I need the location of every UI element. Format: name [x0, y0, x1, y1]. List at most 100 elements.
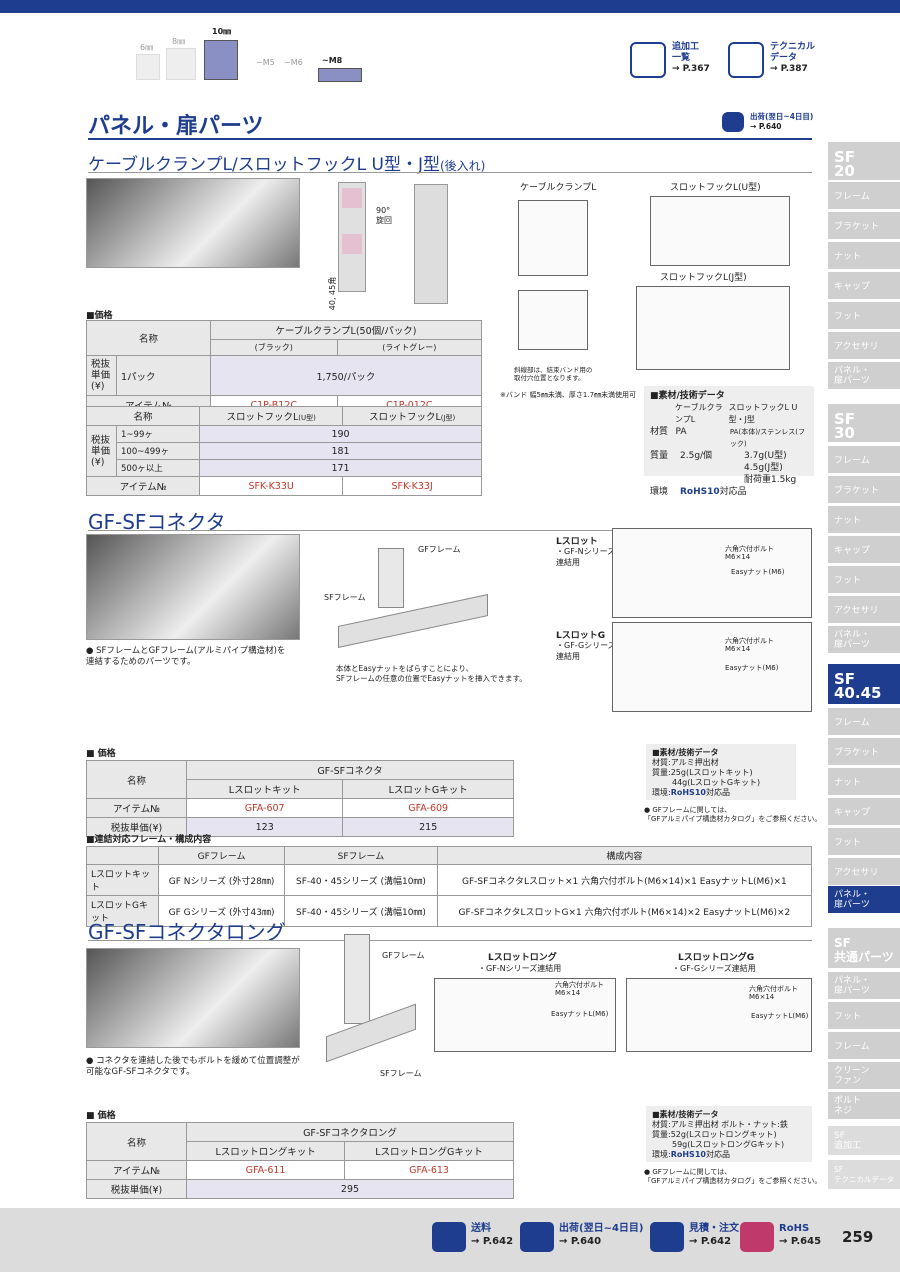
s3-spec-wt2: 59g(LスロットロングGキット) — [672, 1140, 785, 1149]
truck-icon — [722, 112, 744, 132]
s1t1-price: 1,750/パック — [209, 355, 483, 396]
sidebar-sf4045-nut[interactable]: ナット — [828, 768, 900, 796]
nav-shipping[interactable]: 出荷(翌日~4日目)→ P.640 — [722, 112, 813, 132]
sidebar-techdata[interactable]: SF テクニカルデータ — [828, 1160, 900, 1190]
s1-spec-mat: 材質 — [650, 427, 669, 437]
page-number: 259 — [842, 1228, 874, 1246]
s1t1-pack: 1パック — [116, 355, 211, 396]
s3t-group: GF-SFコネクタロング — [186, 1122, 514, 1142]
sidebar-sf20-acc[interactable]: アクセサリ — [828, 332, 900, 360]
footer-rohs-page: → P.645 — [779, 1236, 822, 1247]
sidebar-sf20-bracket[interactable]: ブラケット — [828, 212, 900, 240]
s2c-h1: GFフレーム — [157, 846, 286, 865]
s1-rule — [88, 172, 812, 173]
sidebar-sf30-panel[interactable]: パネル・ 扉パーツ — [828, 626, 900, 654]
footer-ship-page: → P.642 — [471, 1236, 514, 1247]
s2c-r2-1: GF Gシリーズ (外寸43㎜) — [157, 895, 286, 927]
sidebar-sf30-cap[interactable]: キャップ — [828, 536, 900, 564]
sidebar-sf30-nut[interactable]: ナット — [828, 506, 900, 534]
footer-ship[interactable]: 送料→ P.642 — [432, 1222, 513, 1252]
sidebar-sf20-foot[interactable]: フット — [828, 302, 900, 330]
nav-tech-l2: データ — [770, 53, 798, 63]
s2-lsg-drawing: 六角穴付ボルト M6×14 Easyナット(M6) — [612, 622, 812, 712]
s3-photo — [86, 948, 300, 1048]
s2t-group: GF-SFコネクタ — [186, 760, 514, 780]
s3-spec-mat: 材質:アルミ押出材 ボルト・ナット:鉄 — [652, 1120, 788, 1129]
s1t1-name: 名称 — [86, 320, 211, 356]
slot-6: 6㎜ — [140, 43, 154, 52]
m8-icon — [318, 68, 362, 82]
s1-title: ケーブルクランプL/スロットフックL U型・J型(後入れ) — [88, 150, 485, 175]
sidebar-sf30-frame[interactable]: フレーム — [828, 446, 900, 474]
s3-spec-rohs: RoHS10 — [670, 1150, 706, 1159]
nav-tech[interactable]: テクニカルデータ→ P.387 — [728, 42, 815, 78]
s1-spec-wt1: 2.5g/個 — [680, 451, 713, 461]
slot-8: 8㎜ — [172, 37, 186, 46]
s1t2-j-s: (J型) — [440, 414, 456, 422]
sidebar-sf4045-panel[interactable]: パネル・ 扉パーツ — [828, 886, 900, 914]
sidebar-sf30-foot[interactable]: フット — [828, 566, 900, 594]
s1-spec-wt2b: 4.5g(J型) — [744, 463, 783, 473]
sidebar-sf30-acc[interactable]: アクセサリ — [828, 596, 900, 624]
s2-ls-drawing: 六角穴付ボルト M6×14 Easyナット(M6) — [612, 528, 812, 618]
sidebar-common-panel[interactable]: パネル・ 扉パーツ — [828, 972, 900, 1000]
s3t-name: 名称 — [86, 1122, 187, 1161]
s3t-item: アイテム№ — [86, 1160, 187, 1180]
s2c-r1-3: GF-SFコネクタLスロット×1 六角穴付ボルト(M6×14)×1 Easyナッ… — [436, 864, 813, 896]
footer-rohs[interactable]: RoHS→ P.645 — [740, 1222, 821, 1252]
rohs-icon — [740, 1222, 774, 1252]
s2-caption: 本体とEasyナットをばらすことにより、 SFフレームの任意の位置でEasyナッ… — [336, 664, 527, 683]
sidebar-common-foot[interactable]: フット — [828, 1002, 900, 1030]
m5: ~M5 — [256, 58, 275, 67]
footer-quote-page: → P.642 — [689, 1236, 732, 1247]
footer-out[interactable]: 出荷(翌日~4日目)→ P.640 — [520, 1222, 643, 1252]
footer-quote[interactable]: 見積・注文→ P.642 — [650, 1222, 739, 1252]
sidebar-sf4045-bracket[interactable]: ブラケット — [828, 738, 900, 766]
nav-kako-l1: 追加工 — [672, 42, 700, 52]
s3-price-label: ■ 価格 — [86, 1111, 116, 1121]
s2-lsg-nut: Easyナット(M6) — [725, 664, 779, 672]
s1-spec-rohs: RoHS10 — [680, 487, 720, 497]
sidebar-common-frame[interactable]: フレーム — [828, 1032, 900, 1060]
sidebar-sf20[interactable]: SF 20 — [828, 142, 900, 180]
s3-llg-title: LスロットロングG — [678, 953, 755, 963]
s2-spec-mat: 材質:アルミ押出材 — [652, 758, 719, 767]
sidebar-common-fan[interactable]: クリーン ファン — [828, 1062, 900, 1090]
s3-llg-nut: EasyナットL(M6) — [751, 1012, 809, 1020]
sidebar-sf30[interactable]: SF 30 — [828, 404, 900, 442]
s3-spec-env: 環境: — [652, 1150, 671, 1159]
m8: ~M8 — [322, 56, 343, 65]
footer-out-page: → P.640 — [559, 1236, 602, 1247]
s1-spec-col2: スロットフックL U型・J型 — [728, 403, 798, 424]
sidebar-sf4045-frame[interactable]: フレーム — [828, 708, 900, 736]
s2-gf-label: GFフレーム — [418, 545, 461, 554]
s2c-h2: SFフレーム — [284, 846, 438, 865]
m6: ~M6 — [284, 58, 303, 67]
sidebar-sf20-panel[interactable]: パネル・ 扉パーツ — [828, 362, 900, 390]
sidebar-sf4045-acc[interactable]: アクセサリ — [828, 858, 900, 886]
s1-title-main: ケーブルクランプL/スロットフックL U型・J型 — [88, 155, 440, 175]
sidebar-common-bolt[interactable]: ボルト ネジ — [828, 1092, 900, 1120]
sidebar-sf20-frame[interactable]: フレーム — [828, 182, 900, 210]
sidebar-sf4045-cap[interactable]: キャップ — [828, 798, 900, 826]
s2t-name: 名称 — [86, 760, 187, 799]
sidebar-sf4045-foot[interactable]: フット — [828, 828, 900, 856]
sidebar-sf4045[interactable]: SF 40.45 — [828, 664, 900, 704]
sidebar-sf30-bracket[interactable]: ブラケット — [828, 476, 900, 504]
nav-kako[interactable]: 追加工一覧→ P.367 — [630, 42, 710, 78]
sidebar-sf20-cap[interactable]: キャップ — [828, 272, 900, 300]
s2-comp-label: ■連結対応フレーム・構成内容 — [86, 835, 212, 845]
sidebar-sf20-nut[interactable]: ナット — [828, 242, 900, 270]
s1t2-j: スロットフックL — [368, 412, 441, 423]
s2-lsg-sub: ・GF-Gシリーズ 連結用 — [556, 641, 616, 661]
s3-rule — [88, 940, 812, 941]
sidebar-common[interactable]: SF 共通パーツ — [828, 928, 900, 968]
s2c-r2-2: SF-40・45シリーズ (溝幅10㎜) — [284, 895, 438, 927]
s1-hook-u-title: スロットフックL(U型) — [670, 183, 761, 193]
s2-price-label: ■ 価格 — [86, 749, 116, 759]
slot-6-icon — [136, 54, 160, 80]
s1-price-label: ■価格 — [86, 311, 113, 321]
sidebar-add[interactable]: SF 追加工 — [828, 1126, 900, 1156]
